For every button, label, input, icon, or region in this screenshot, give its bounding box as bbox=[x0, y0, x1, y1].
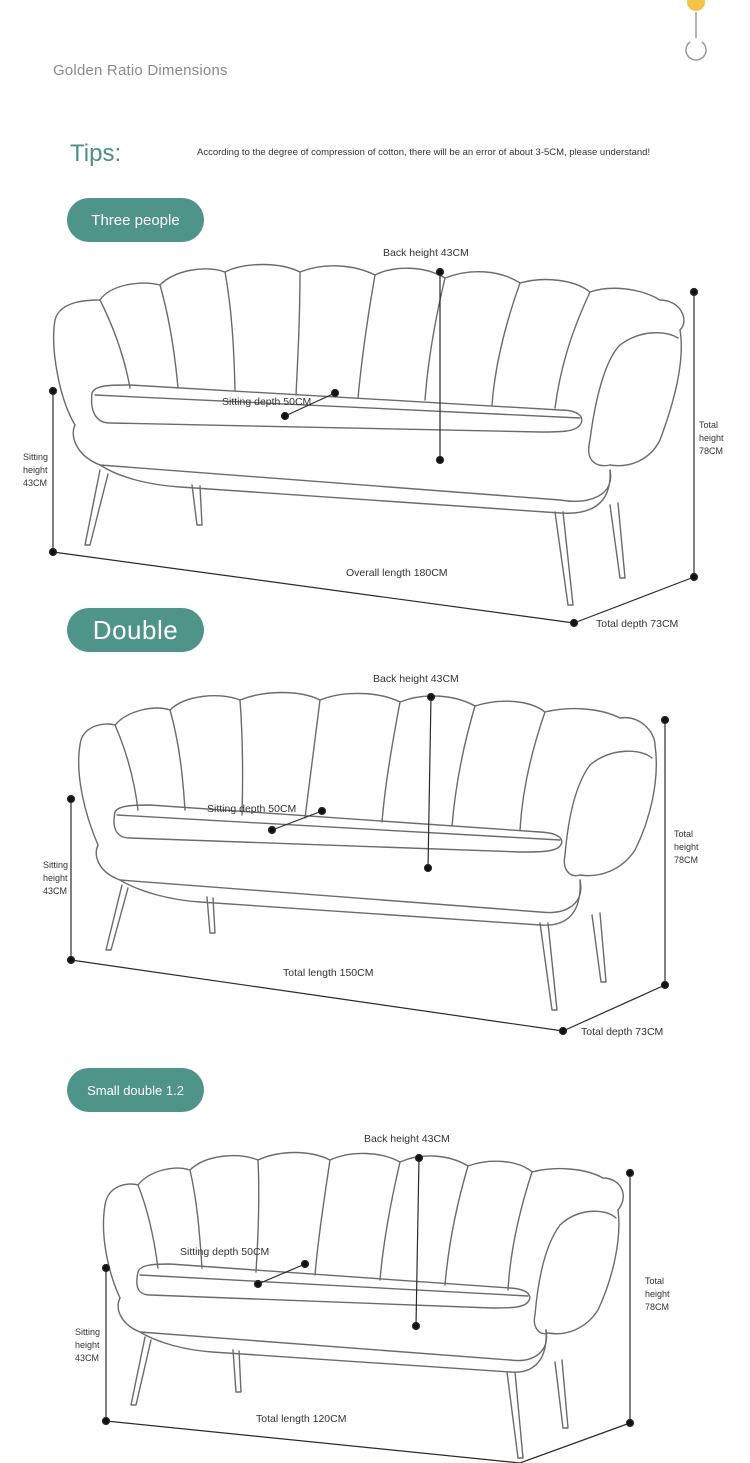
back-height-label: Back height 43CM bbox=[373, 673, 459, 685]
total-depth-label: Total depth 73CM bbox=[596, 618, 679, 630]
sitting-depth-label: Sitting depth 50CM bbox=[180, 1246, 270, 1258]
tips-text: According to the degree of compression o… bbox=[197, 147, 651, 158]
badge-three-people: Three people bbox=[67, 198, 204, 242]
power-icon[interactable] bbox=[682, 0, 710, 64]
sofa-diagram-three bbox=[48, 263, 699, 628]
length-label: Total length 120CM bbox=[256, 1413, 347, 1425]
length-label: Overall length 180CM bbox=[346, 567, 448, 579]
tips-label: Tips: bbox=[70, 140, 122, 167]
sofa-diagram-small-double bbox=[101, 1151, 635, 1463]
back-height-label: Back height 43CM bbox=[364, 1133, 450, 1145]
badge-double: Double bbox=[67, 608, 204, 652]
sitting-depth-label: Sitting depth 50CM bbox=[207, 803, 297, 815]
sitting-depth-label: Sitting depth 50CM bbox=[222, 396, 312, 408]
back-height-label: Back height 43CM bbox=[383, 247, 469, 259]
badge-small-double: Small double 1.2 bbox=[67, 1068, 204, 1112]
page-title: Golden Ratio Dimensions bbox=[53, 62, 228, 79]
total-depth-label: Total depth 73CM bbox=[581, 1026, 664, 1038]
length-label: Total length 150CM bbox=[283, 967, 374, 979]
sofa-diagram-double bbox=[66, 691, 670, 1036]
